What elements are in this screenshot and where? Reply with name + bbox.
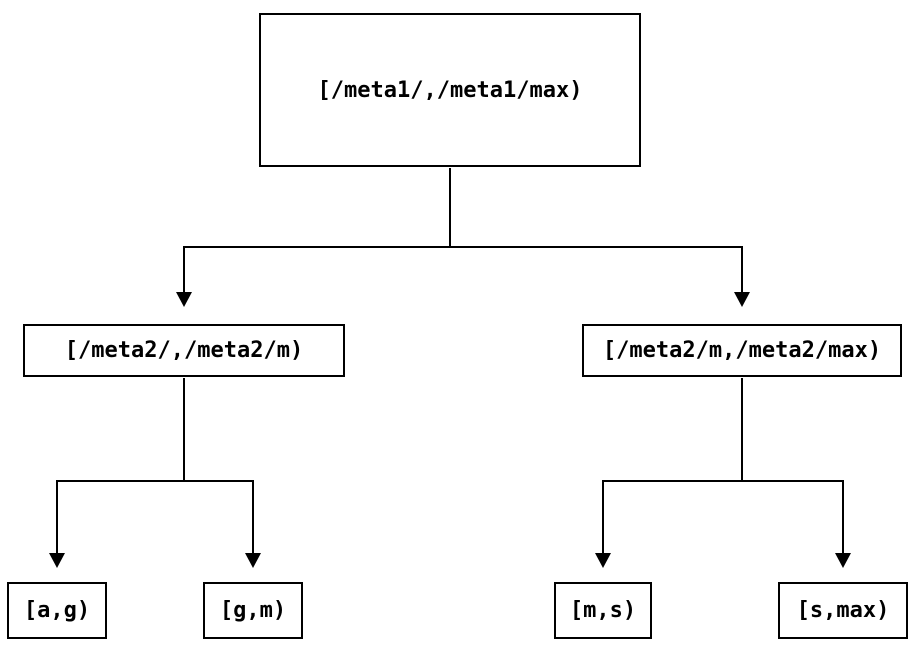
- node-leaf-gm: [g,m): [203, 582, 303, 639]
- arrow-down-icon: [176, 292, 192, 307]
- arrow-down-icon: [245, 553, 261, 568]
- edge-lines: [56, 168, 844, 553]
- node-meta2-upper: [/meta2/m,/meta2/max): [582, 324, 902, 377]
- node-meta2-lower-label: [/meta2/,/meta2/m): [64, 338, 304, 363]
- node-leaf-ag: [a,g): [7, 582, 107, 639]
- node-leaf-smax-label: [s,max): [796, 598, 890, 623]
- arrow-down-icon: [835, 553, 851, 568]
- arrow-down-icon: [49, 553, 65, 568]
- node-leaf-ms: [m,s): [554, 582, 652, 639]
- node-leaf-smax: [s,max): [778, 582, 908, 639]
- arrow-down-icon: [595, 553, 611, 568]
- arrow-down-icon: [734, 292, 750, 307]
- arrowhead-icons: [49, 292, 851, 568]
- node-leaf-ag-label: [a,g): [23, 598, 91, 623]
- node-leaf-gm-label: [g,m): [219, 598, 287, 623]
- node-leaf-ms-label: [m,s): [569, 598, 637, 623]
- node-meta2-upper-label: [/meta2/m,/meta2/max): [602, 338, 882, 363]
- node-meta2-lower: [/meta2/,/meta2/m): [23, 324, 345, 377]
- node-root-label: [/meta1/,/meta1/max): [317, 77, 583, 103]
- node-root: [/meta1/,/meta1/max): [259, 13, 641, 167]
